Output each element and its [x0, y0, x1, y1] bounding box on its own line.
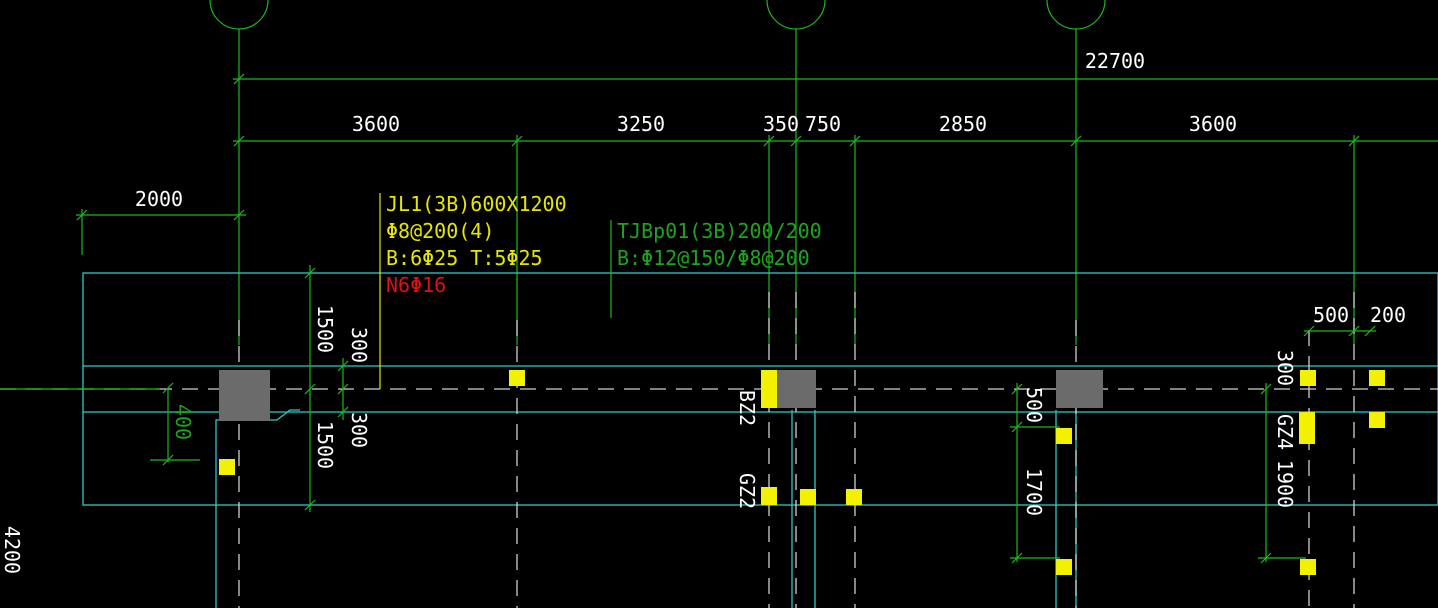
- tick: [1364, 325, 1376, 337]
- beam-annotation-line: B:6Φ25 T:5Φ25: [386, 246, 543, 270]
- right-dimension: 200: [1370, 303, 1406, 327]
- tick: [337, 360, 349, 372]
- tick: [304, 267, 316, 279]
- overhang-dimension: 2000: [135, 187, 183, 211]
- pile-marker[interactable]: [761, 487, 777, 505]
- section-dimension: 300: [347, 327, 371, 363]
- pile-marker[interactable]: [1056, 559, 1072, 575]
- step-dimension: 400: [171, 404, 195, 440]
- tick: [233, 209, 245, 221]
- tick: [1348, 325, 1360, 337]
- right-dimension: 500: [1313, 303, 1349, 327]
- pile-marker[interactable]: [800, 489, 816, 505]
- column-label: GZ2: [735, 473, 759, 509]
- gap-dimension: 500: [1022, 387, 1046, 423]
- span-dimension: 750: [805, 112, 841, 136]
- overall-dimension: 22700: [1085, 49, 1145, 73]
- column[interactable]: [776, 370, 816, 408]
- section-dimension: 1500: [313, 305, 337, 353]
- strip-annotation-line: B:Φ12@150/Φ8@200: [617, 246, 810, 270]
- pile-marker[interactable]: [761, 370, 777, 408]
- column[interactable]: [219, 370, 270, 421]
- tick: [1303, 325, 1315, 337]
- beam-step: [215, 409, 300, 608]
- beam-annotation-line: JL1(3B)600X1200: [386, 192, 567, 216]
- tick: [233, 73, 245, 85]
- pile-marker[interactable]: [846, 489, 862, 505]
- span-dimension: 2850: [939, 112, 987, 136]
- tick: [162, 382, 174, 394]
- tick: [76, 209, 88, 221]
- pile-marker[interactable]: [1369, 370, 1385, 386]
- axis-bubble: [766, 0, 826, 30]
- beam-annotation-line: Φ8@200(4): [386, 219, 494, 243]
- section-dimension: 300: [347, 412, 371, 448]
- tick: [1011, 383, 1023, 395]
- tick: [304, 383, 316, 395]
- tick: [1260, 383, 1272, 395]
- pile-marker[interactable]: [1056, 428, 1072, 444]
- gap-dimension: 1700: [1022, 468, 1046, 516]
- pile-marker[interactable]: [1369, 412, 1385, 428]
- beam-annotation-line: N6Φ16: [386, 273, 446, 297]
- span-dimension: 3600: [1189, 112, 1237, 136]
- axis-bubble: [1046, 0, 1106, 30]
- column-label: GZ4: [1273, 414, 1297, 450]
- span-ticks: [233, 135, 1360, 147]
- tick: [304, 499, 316, 511]
- section-dimension: 1500: [313, 421, 337, 469]
- tick: [337, 383, 349, 395]
- column-label: BZ2: [735, 390, 759, 426]
- pile-marker[interactable]: [1299, 412, 1315, 444]
- gap-dimension: 300: [1273, 350, 1297, 386]
- pile-marker[interactable]: [509, 370, 525, 386]
- column[interactable]: [1056, 370, 1103, 408]
- pile-marker[interactable]: [219, 459, 235, 475]
- gap-dimension: 1900: [1273, 460, 1297, 508]
- tick: [162, 454, 174, 466]
- pile-marker[interactable]: [1300, 370, 1316, 386]
- pile-marker[interactable]: [1300, 559, 1316, 575]
- tick: [337, 406, 349, 418]
- span-dimension: 3250: [617, 112, 665, 136]
- span-dimension: 350: [763, 112, 799, 136]
- strip-annotation-line: TJBp01(3B)200/200: [617, 219, 822, 243]
- left-edge-dimension: 4200: [0, 526, 24, 574]
- axis-bubble: [209, 0, 269, 30]
- span-dimension: 3600: [352, 112, 400, 136]
